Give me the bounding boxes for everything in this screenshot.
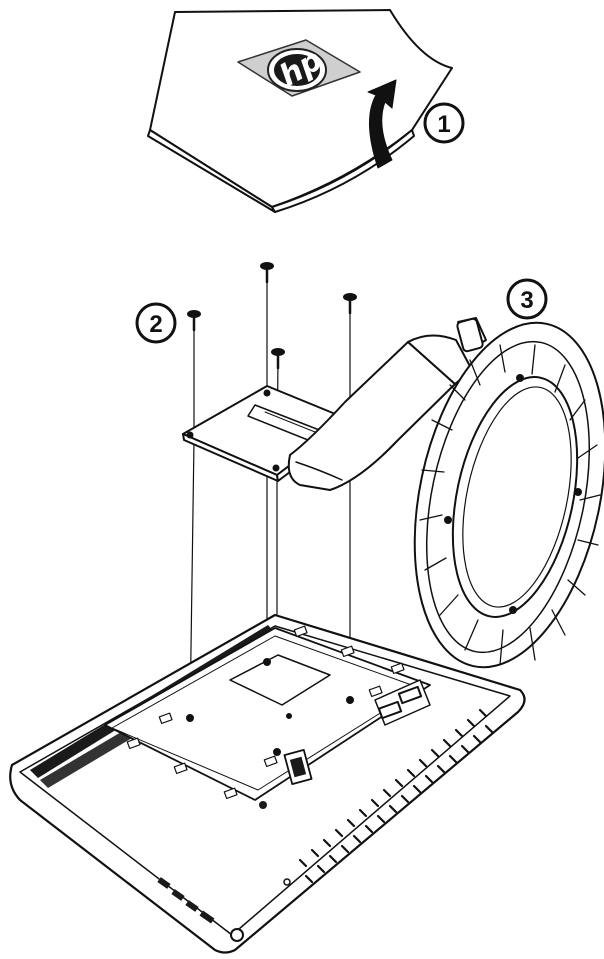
headphone-jack-icon — [230, 928, 244, 942]
screw-icon — [187, 310, 201, 332]
rear-vent-grille — [298, 708, 494, 884]
screw-icon — [271, 348, 285, 370]
lift-arrow-icon — [367, 79, 397, 169]
step-3-badge: 3 — [506, 278, 548, 320]
monitor-back-housing — [9, 613, 526, 954]
power-socket-icon — [283, 749, 313, 785]
screw-icon — [260, 262, 274, 284]
step-2-label: 2 — [149, 311, 162, 338]
step-1-label: 1 — [437, 111, 450, 138]
stand-base-ring — [413, 321, 604, 669]
step-2-badge: 2 — [135, 302, 177, 344]
screw-icon — [343, 293, 357, 315]
stand-neck — [287, 317, 487, 491]
step-1-badge: 1 — [423, 102, 465, 144]
step-3-label: 3 — [520, 287, 533, 314]
side-ports — [157, 877, 215, 924]
hinge-cover: hp — [147, 9, 453, 213]
